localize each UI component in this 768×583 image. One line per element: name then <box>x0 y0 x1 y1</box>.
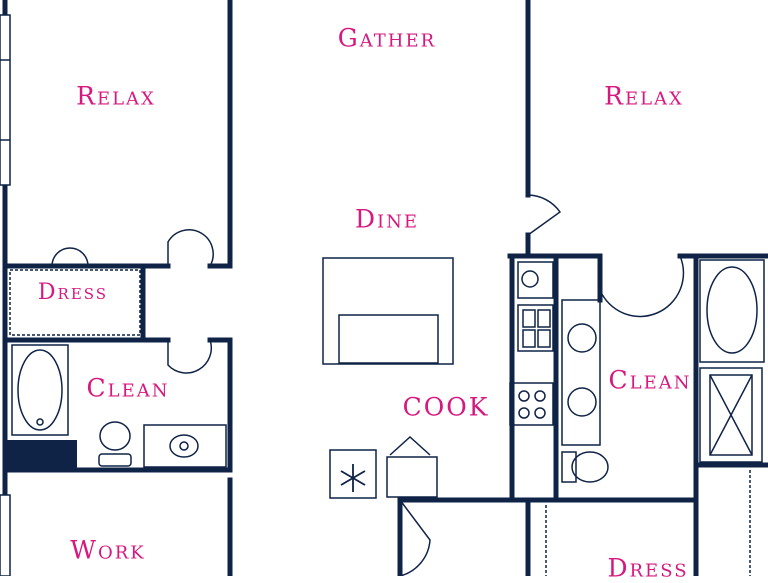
room-label-dress-right: Dress <box>607 553 689 583</box>
room-label-work: Work <box>70 535 146 565</box>
snowflake-icon <box>340 464 366 492</box>
room-label-cook: COOK <box>402 392 490 422</box>
room-label-gather: Gather <box>337 23 437 53</box>
wall-fill <box>5 440 77 470</box>
room-label-dine: Dine <box>354 204 420 234</box>
doors <box>51 194 685 576</box>
room-label-clean-left: Clean <box>86 373 170 403</box>
room-label-relax-right: Relax <box>604 81 684 111</box>
room-label-dress-left: Dress <box>37 280 109 305</box>
window-marks <box>0 14 11 576</box>
room-label-relax-left: Relax <box>76 81 156 111</box>
fixtures <box>9 257 765 576</box>
room-label-clean-right: Clean <box>608 365 692 395</box>
